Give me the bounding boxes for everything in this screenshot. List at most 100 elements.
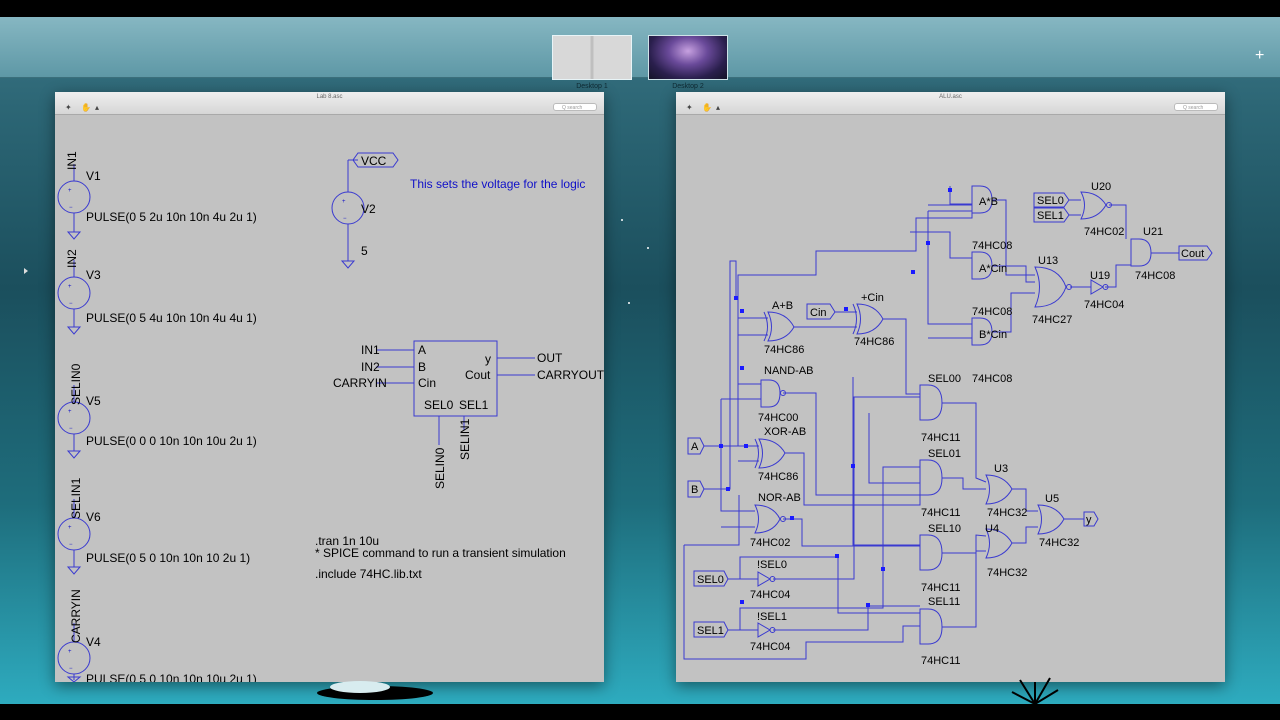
plant-silhouette xyxy=(1011,677,1059,704)
star-decoration xyxy=(621,219,623,221)
gate-label: NAND-AB xyxy=(764,365,814,377)
source-net-label: SELIN0 xyxy=(69,363,83,405)
port-cout-shape xyxy=(1178,245,1213,261)
gate-ref: U13 xyxy=(1038,255,1058,267)
gate-model: 74HC08 xyxy=(972,240,1012,252)
svg-text:−: − xyxy=(69,666,73,672)
source-ref: V1 xyxy=(86,169,101,183)
gate-label: SEL00 xyxy=(928,373,961,385)
port-sel0: SEL0 xyxy=(697,574,724,586)
gate-model: 74HC02 xyxy=(750,537,790,549)
port-b: B xyxy=(691,484,698,496)
block-pin-sel1: SEL1 xyxy=(459,398,489,412)
left-schematic-canvas[interactable]: +− +− +− +− +− +− IN1 V1 PULSE(0 5 2u 10… xyxy=(55,115,604,682)
left-search-field[interactable]: Q search xyxy=(553,103,597,111)
source-net-label: SELIN1 xyxy=(69,477,83,519)
port-b-shape xyxy=(687,480,705,498)
star-decoration xyxy=(628,302,630,304)
gate-model: 74HC32 xyxy=(987,507,1027,519)
port-sel1-top: SEL1 xyxy=(1037,210,1064,222)
block-pin-cin: Cin xyxy=(418,376,436,390)
gate-ref: U19 xyxy=(1090,270,1110,282)
gate-model: 74HC11 xyxy=(921,507,961,519)
gate-sel01 xyxy=(919,459,943,496)
right-schematic-window[interactable]: ALU.asc ✦ ✋ ▴ Q search xyxy=(676,92,1225,682)
run-icon[interactable]: ✦ xyxy=(65,103,72,112)
left-schematic-window[interactable]: Lab 8.asc ✦ ✋ ▴ Q search + − xyxy=(55,92,604,682)
spice-comment: * SPICE command to run a transient simul… xyxy=(315,546,566,560)
block-pin-sel0: SEL0 xyxy=(424,398,454,412)
gate-sel10 xyxy=(919,534,943,571)
port-cin: Cin xyxy=(810,307,827,319)
source-net-label: CARRYIN xyxy=(69,589,83,643)
gate-label: A+B xyxy=(772,300,793,312)
source-net-label: IN2 xyxy=(65,249,79,268)
svg-text:−: − xyxy=(343,216,347,222)
gate-model: 74HC11 xyxy=(921,582,961,594)
vcc-flag: VCC xyxy=(361,154,387,168)
desktop-2-thumbnail[interactable] xyxy=(648,35,728,80)
probe-icon[interactable]: ▴ xyxy=(716,103,721,112)
vcc-comment: This sets the voltage for the logic xyxy=(410,177,585,191)
right-window-titlebar[interactable]: ALU.asc ✦ ✋ ▴ Q search xyxy=(676,92,1225,115)
left-window-title: Lab 8.asc xyxy=(316,94,343,100)
block-pin-y: y xyxy=(485,352,491,366)
gate-label: SEL11 xyxy=(928,596,960,608)
vcc-source-value: 5 xyxy=(361,244,368,258)
gate-model: 74HC00 xyxy=(758,412,798,424)
gate-model: 74HC32 xyxy=(987,567,1027,579)
right-search-field[interactable]: Q search xyxy=(1174,103,1218,111)
svg-text:+: + xyxy=(68,284,72,290)
source-net-label: IN1 xyxy=(65,151,79,170)
gate-ref: U4 xyxy=(985,523,999,535)
desktop-1-label: Desktop 1 xyxy=(576,83,608,90)
bottom-black-bar xyxy=(0,704,1280,720)
net-selin0: SELIN0 xyxy=(433,447,447,489)
svg-text:−: − xyxy=(69,542,73,548)
top-black-bar xyxy=(0,0,1280,17)
gate-model: 74HC04 xyxy=(750,589,790,601)
net-selin1: SELIN1 xyxy=(458,418,472,460)
gate-model: 74HC08 xyxy=(972,373,1012,385)
port-a: A xyxy=(691,441,699,453)
gate-model: 74HC27 xyxy=(1032,314,1072,326)
spice-include-directive[interactable]: .include 74HC.lib.txt xyxy=(315,567,422,581)
port-y-shape xyxy=(1083,511,1099,527)
gate-label: SEL10 xyxy=(928,523,961,535)
gate-model: 74HC86 xyxy=(758,471,798,483)
port-cin-shape xyxy=(806,303,836,320)
hand-icon[interactable]: ✋ xyxy=(702,103,712,112)
net-carryin: CARRYIN xyxy=(333,376,387,390)
gate-model: 74HC02 xyxy=(1084,226,1124,238)
gate-ref: U20 xyxy=(1091,181,1111,193)
gate-ref: U3 xyxy=(994,463,1008,475)
gate-model: 74HC86 xyxy=(854,336,894,348)
source-value: PULSE(0 5 4u 10n 10n 4u 4u 1) xyxy=(86,311,257,325)
right-window-title: ALU.asc xyxy=(939,94,962,100)
probe-icon[interactable]: ▴ xyxy=(95,103,100,112)
desktop-2-label: Desktop 2 xyxy=(672,83,704,90)
port-sel1: SEL1 xyxy=(697,625,724,637)
hand-icon[interactable]: ✋ xyxy=(81,103,91,112)
run-icon[interactable]: ✦ xyxy=(686,103,693,112)
spice-tran-directive[interactable]: .tran 1n 10u xyxy=(315,534,379,548)
svg-text:−: − xyxy=(69,205,73,211)
right-schematic-canvas[interactable]: A B Cin SEL0 SEL1 Cout y SEL0 SEL1 U20 7… xyxy=(676,115,1225,682)
gate-sel00 xyxy=(919,384,943,421)
left-window-titlebar[interactable]: Lab 8.asc ✦ ✋ ▴ Q search xyxy=(55,92,604,115)
net-in2: IN2 xyxy=(361,360,380,374)
port-cout: Cout xyxy=(1181,248,1204,260)
svg-text:−: − xyxy=(69,426,73,432)
net-carryout: CARRYOUT xyxy=(537,368,604,382)
source-ref: V6 xyxy=(86,510,101,524)
gate-label: SEL01 xyxy=(928,448,961,460)
gate-label: A*Cin xyxy=(979,263,1007,275)
add-desktop-button[interactable]: + xyxy=(1255,47,1265,64)
gate-model: 74HC04 xyxy=(1084,299,1124,311)
desktop-1-thumbnail[interactable] xyxy=(552,35,632,80)
gate-model: 74HC11 xyxy=(921,655,961,667)
source-value: PULSE(0 5 0 10n 10n 10u 2u 1) xyxy=(86,672,257,682)
svg-text:+: + xyxy=(68,649,72,655)
gate-label: A*B xyxy=(979,196,998,208)
source-value: PULSE(0 5 0 10n 10n 10 2u 1) xyxy=(86,551,250,565)
